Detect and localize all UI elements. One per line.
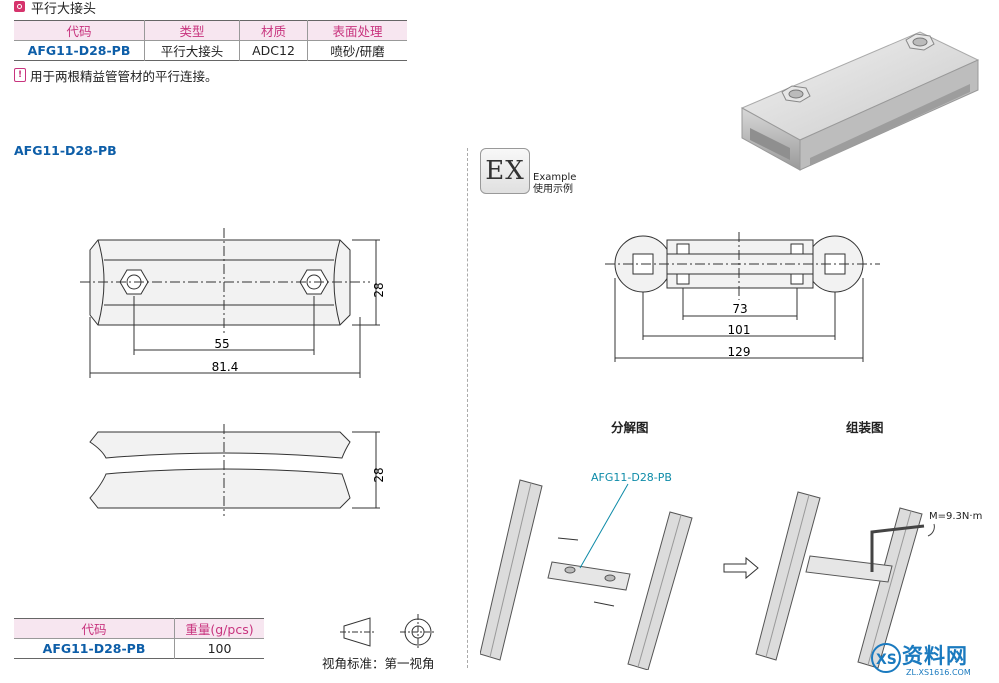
exploded-view-title: 分解图 — [611, 420, 649, 435]
dim-28-side-label: 28 — [372, 467, 386, 482]
weight-cell-code: AFG11-D28-PB — [14, 638, 175, 659]
spec-col-material: 材质 — [239, 20, 308, 41]
hex-key-icon — [870, 524, 925, 572]
spec-table: 代码 类型 材质 表面处理 AFG11-D28-PB 平行大接头 ADC12 喷… — [14, 20, 407, 61]
table-row: AFG11-D28-PB 100 — [14, 638, 264, 659]
note-icon: ! — [14, 68, 26, 82]
drawing-side-view: 28 — [89, 424, 386, 516]
weight-table: 代码 重量(g/pcs) AFG11-D28-PB 100 — [14, 618, 264, 659]
dim-28-top-label: 28 — [372, 282, 386, 297]
dim-73-label: 73 — [732, 302, 747, 316]
spec-cell-type: 平行大接头 — [144, 40, 240, 61]
header-bullet-icon — [14, 1, 25, 12]
product-photo — [740, 31, 980, 171]
dim-129-label: 129 — [728, 345, 751, 359]
spec-col-surface: 表面处理 — [307, 20, 407, 41]
spec-cell-surface: 喷砂/研磨 — [330, 44, 385, 59]
weight-cell-value: 100 — [207, 641, 232, 656]
part-callout-label: AFG11-D28-PB — [591, 471, 672, 484]
example-badge: EX — [480, 148, 530, 194]
assembled-view-title: 组装图 — [846, 420, 884, 435]
hex-nut-icon — [781, 85, 811, 103]
drawing-example: 73 101 129 — [605, 232, 880, 362]
view-standard-symbol — [340, 614, 436, 650]
assembly-illustration — [480, 479, 935, 670]
spec-col-type: 类型 — [144, 20, 240, 41]
watermark-url: ZL.XS1616.COM — [906, 668, 971, 677]
note-text: 用于两根精益管管材的平行连接。 — [30, 69, 218, 84]
hex-nut-icon — [905, 33, 935, 51]
spec-cell-material: ADC12 — [239, 40, 308, 61]
table-row: AFG11-D28-PB 平行大接头 ADC12 喷砂/研磨 — [14, 40, 407, 61]
spec-col-code: 代码 — [14, 20, 145, 41]
weight-col-weight: 重量(g/pcs) — [174, 618, 264, 639]
example-label-cn: 使用示例 — [533, 184, 573, 195]
page-title: 平行大接头 — [31, 2, 97, 17]
weight-table-header: 代码 重量(g/pcs) — [14, 618, 264, 639]
dim-55-label: 55 — [214, 337, 229, 351]
connector-part — [547, 561, 631, 591]
section-divider — [467, 148, 468, 668]
svg-text:XS: XS — [876, 652, 897, 668]
view-standard-label: 视角标准：第一视角 — [322, 656, 435, 671]
cone-icon — [343, 617, 371, 647]
spec-table-header: 代码 类型 材质 表面处理 — [14, 20, 407, 41]
weight-col-code: 代码 — [14, 618, 175, 639]
part-title: AFG11-D28-PB — [14, 143, 117, 158]
example-label-en: Example — [533, 172, 577, 183]
drawing-top-view: 55 81.4 28 — [80, 228, 386, 378]
dim-81-4-label: 81.4 — [212, 360, 239, 374]
watermark-text: 资料网 — [902, 644, 968, 668]
watermark-logo: XS — [871, 643, 901, 673]
spec-cell-code: AFG11-D28-PB — [14, 40, 145, 61]
example-label: Example 使用示例 — [533, 172, 576, 196]
dim-101-label: 101 — [728, 323, 751, 337]
torque-label: M=9.3N·m — [929, 511, 983, 522]
